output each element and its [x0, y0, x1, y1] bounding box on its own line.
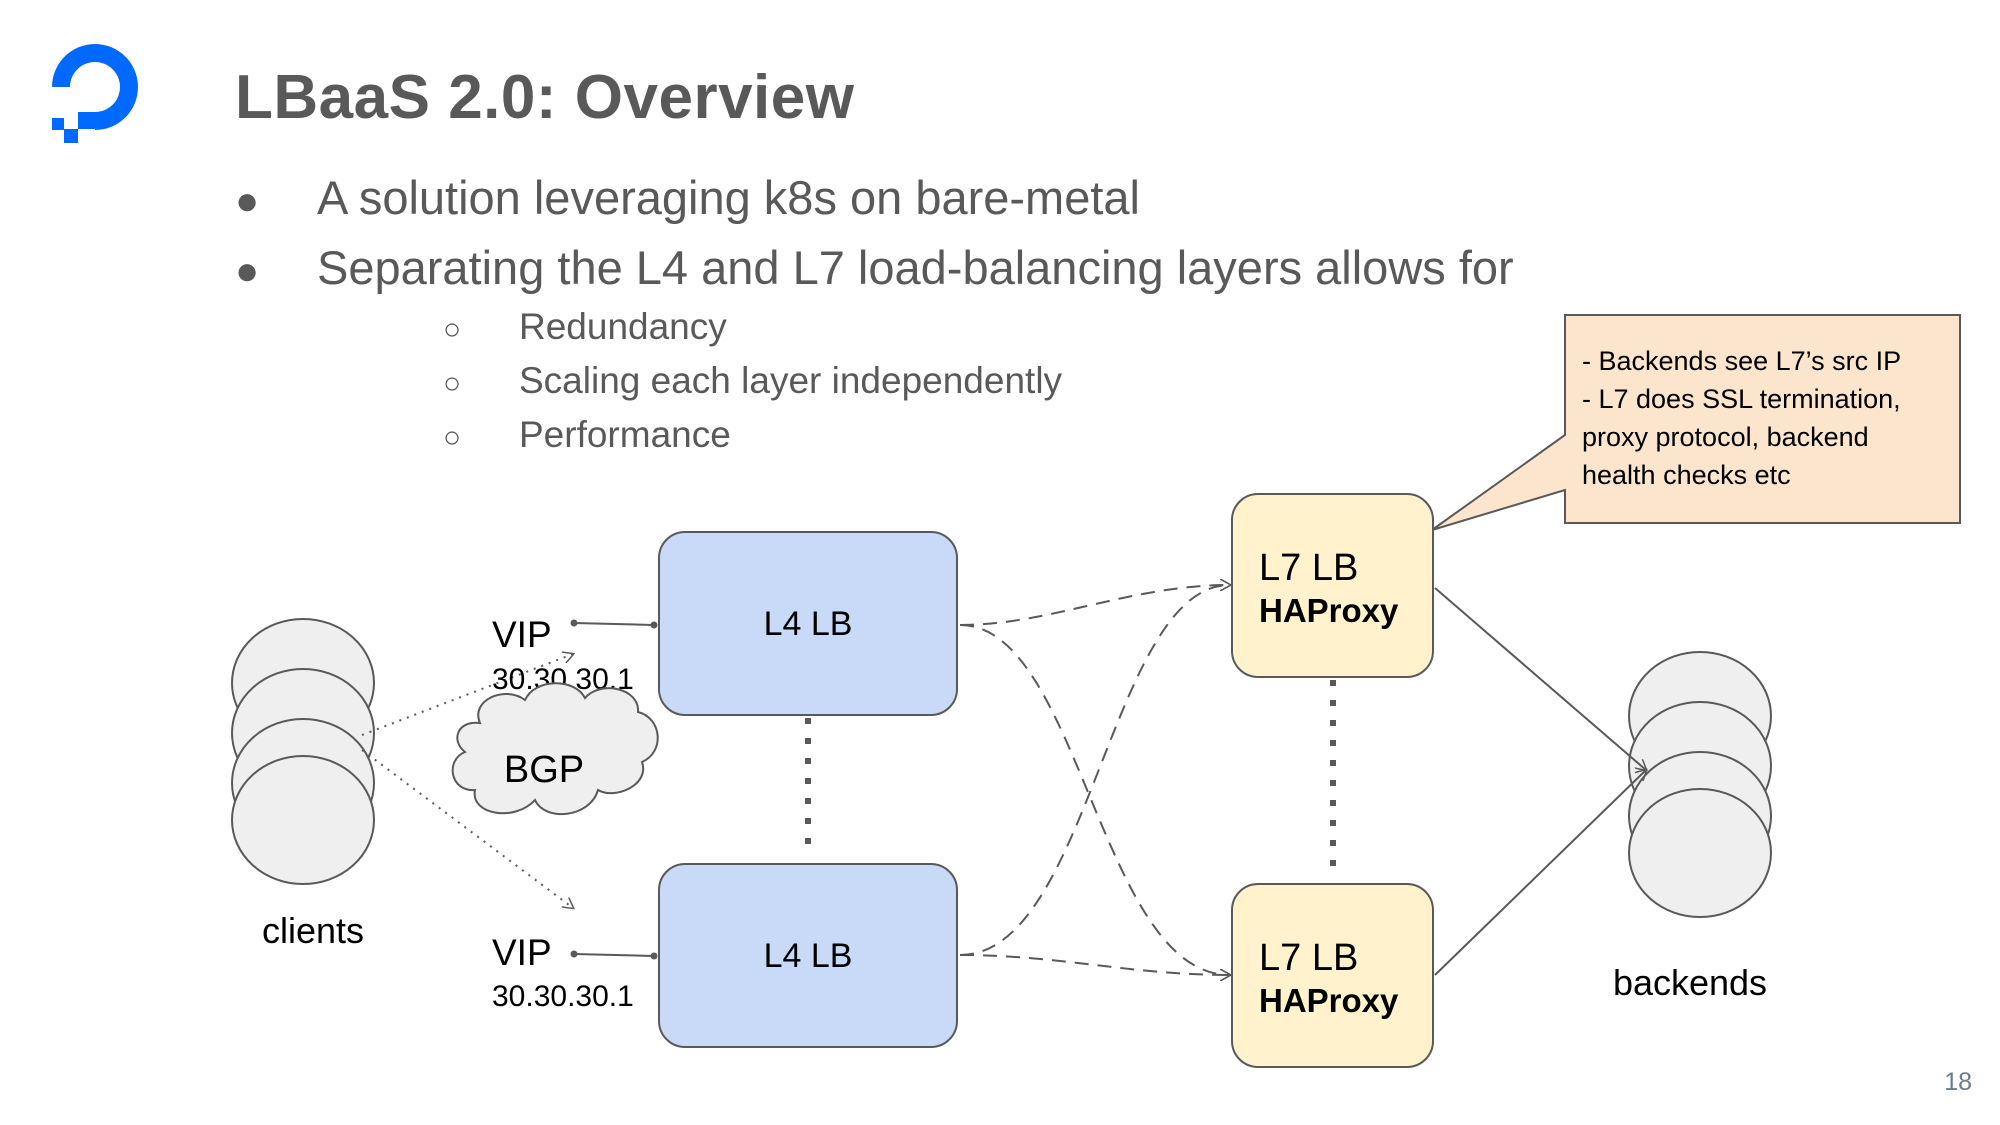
sub-bullet-text: Performance: [519, 414, 731, 455]
l7bottom-to-backends-edge: [1434, 770, 1646, 976]
bgp-cloud: BGP: [451, 682, 659, 816]
l4-lb-top: L4 LB: [658, 531, 958, 716]
bullet-text: Separating the L4 and L7 load-balancing …: [317, 241, 1514, 294]
bullet-text: A solution leveraging k8s on bare-metal: [317, 171, 1140, 224]
backends-label: backends: [1613, 962, 1767, 1003]
sub-bullet-text: Redundancy: [519, 306, 727, 347]
vip-top-connector: [570, 619, 658, 629]
vip-bottom-label: VIP: [492, 932, 552, 973]
l7-lb-bottom: L7 LB HAProxy: [1231, 883, 1434, 1068]
callout-box: - Backends see L7’s src IP - L7 does SSL…: [1431, 314, 1961, 531]
bullet-glyph: ●: [235, 249, 260, 293]
sub-bullet-glyph: ○: [443, 367, 462, 400]
callout-line-1: - Backends see L7’s src IP: [1582, 346, 1901, 376]
l7-lb-top-sub: HAProxy: [1259, 592, 1399, 629]
sub-bullet-glyph: ○: [443, 421, 462, 454]
clients-label: clients: [262, 910, 364, 951]
l7-lb-bottom-sub: HAProxy: [1259, 982, 1399, 1019]
vip-bottom-connector: [570, 950, 658, 960]
clients-stack: [231, 618, 375, 885]
l4-lb-bottom: L4 LB: [658, 863, 958, 1048]
l7-lb-top: L7 LB HAProxy: [1231, 493, 1434, 678]
client-to-vip-top-arrow: [361, 654, 573, 736]
page-title: LBaaS 2.0: Overview: [235, 63, 855, 132]
l4top-to-l7top-edge: [959, 585, 1230, 626]
callout-line-3: proxy protocol, backend: [1582, 422, 1869, 452]
callout-line-4: health checks etc: [1582, 460, 1791, 490]
bullet-glyph: ●: [235, 179, 260, 223]
l4bottom-to-l7top-edge: [959, 585, 1230, 956]
l7top-to-backends-edge: [1434, 587, 1646, 770]
l4top-to-l7bottom-edge: [959, 624, 1230, 975]
digitalocean-logo-icon: [52, 44, 138, 143]
bullet-item: ● A solution leveraging k8s on bare-metal: [235, 170, 1140, 225]
callout-line-2: - L7 does SSL termination,: [1582, 384, 1901, 414]
l7-lb-bottom-label: L7 LB: [1259, 937, 1358, 979]
bullet-item: ● Separating the L4 and L7 load-balancing…: [235, 240, 1514, 295]
client-node: [231, 755, 375, 885]
page-number: 18: [1944, 1068, 1972, 1096]
sub-bullet-item: ○ Performance: [443, 414, 731, 456]
backend-node: [1628, 788, 1772, 918]
sub-bullet-text: Scaling each layer independently: [519, 360, 1063, 401]
vip-bottom-address: 30.30.30.1: [492, 980, 634, 1013]
l7-lb-top-label: L7 LB: [1259, 547, 1358, 589]
vip-top-label: VIP: [492, 614, 552, 655]
bgp-label: BGP: [504, 749, 584, 791]
sub-bullet-item: ○ Redundancy: [443, 306, 727, 348]
sub-bullet-item: ○ Scaling each layer independently: [443, 360, 1062, 402]
sub-bullet-glyph: ○: [443, 313, 462, 346]
backends-stack: [1628, 651, 1772, 918]
l4-lb-top-label: L4 LB: [764, 605, 853, 643]
l4-lb-bottom-label: L4 LB: [764, 937, 853, 975]
l4bottom-to-l7bottom-edge: [959, 954, 1230, 975]
